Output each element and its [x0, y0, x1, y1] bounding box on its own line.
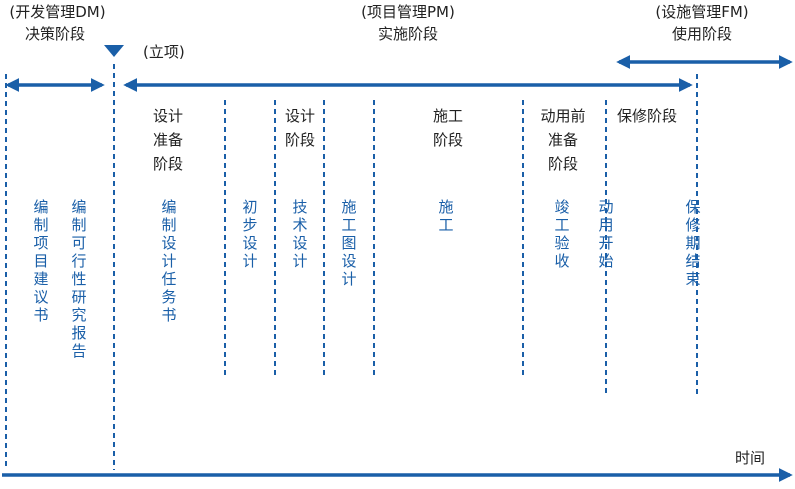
time-axis-label: 时间	[735, 449, 766, 467]
design-stage-label: 设计阶段	[284, 107, 315, 149]
project-approval-marker	[104, 45, 124, 57]
task-construction-drawing: 施工图设计	[341, 198, 357, 288]
task-proposal: 编制项目建议书	[33, 198, 49, 324]
task-construction: 施工	[438, 198, 454, 234]
warranty-stage-label: 保修阶段	[617, 107, 678, 125]
pre-use-stage-label: 动用前准备阶段	[540, 107, 586, 173]
task-feasibility: 编制可行性研究报告	[71, 198, 87, 360]
pm-phase-title: (项目管理PM)	[361, 3, 455, 21]
task-design-brief: 编制设计任务书	[161, 198, 177, 324]
implementation-stage-label: 实施阶段	[377, 25, 438, 43]
task-commissioning: 动用开始	[598, 198, 614, 270]
usage-stage-label: 使用阶段	[671, 25, 732, 43]
task-technical-design: 技术设计	[292, 198, 308, 270]
design-prep-stage-label: 设计准备阶段	[152, 107, 183, 173]
project-approval-label: (立项)	[143, 43, 185, 61]
fm-phase-title: (设施管理FM)	[655, 3, 749, 21]
dm-phase-title: (开发管理DM)	[9, 3, 106, 21]
task-preliminary-design: 初步设计	[242, 198, 258, 270]
task-warranty-end: 保修期结束	[685, 198, 701, 288]
construction-stage-label: 施工阶段	[432, 107, 463, 149]
decision-stage-label: 决策阶段	[24, 25, 85, 43]
task-acceptance: 竣工验收	[554, 198, 570, 270]
